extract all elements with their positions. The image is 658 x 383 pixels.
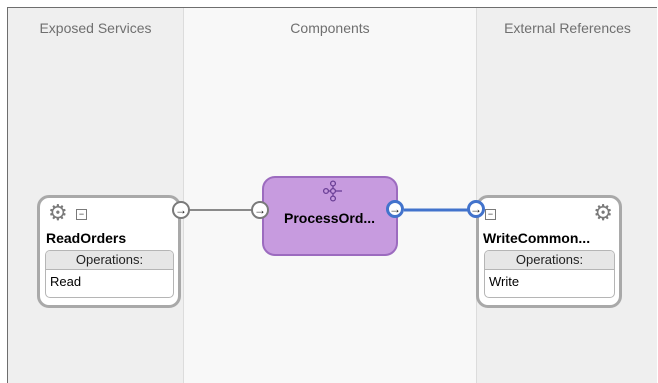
service-operations-header: Operations: [46,251,173,270]
adapter-gear-icon: ⚙ [48,200,68,225]
reference-operation-item[interactable]: Write [489,274,520,289]
component-out-port-arrow-icon[interactable]: → [386,200,404,218]
reference-operations-panel: Operations: Write [484,250,615,298]
service-operations-panel: Operations: Read [45,250,174,298]
component-in-port-arrow-icon[interactable]: → [251,201,269,219]
components-title: Components [290,20,370,36]
readorders-service[interactable]: ⚙ − ReadOrders Operations: Read [37,195,181,308]
service-out-port-arrow-icon[interactable]: → [172,201,190,219]
service-operation-item[interactable]: Read [50,274,82,289]
service-name: ReadOrders [46,230,127,246]
bpel-process-icon [322,180,342,202]
reference-in-port-arrow-icon[interactable]: → [467,200,485,218]
writecommon-reference[interactable]: − ⚙ WriteCommon... Operations: Write [476,195,622,308]
processorder-component[interactable]: ProcessOrd... [262,176,398,256]
exposed-services-title: Exposed Services [39,20,152,36]
component-name: ProcessOrd... [284,210,376,226]
reference-name: WriteCommon... [483,230,591,246]
collapse-toggle-button[interactable]: − [76,209,87,220]
reference-operations-header: Operations: [485,251,614,270]
adapter-gear-icon: ⚙ [593,200,613,225]
collapse-toggle-button[interactable]: − [485,209,496,220]
external-references-title: External References [504,20,631,36]
